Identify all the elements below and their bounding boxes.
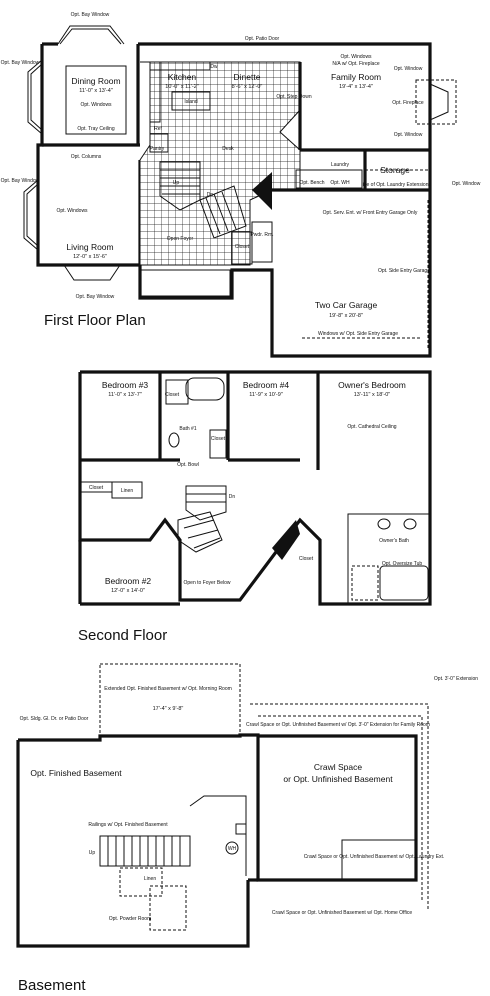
room-owners-bedroom: Owner's Bedroom [338, 380, 406, 390]
label-linen: Linen [144, 876, 156, 882]
label-dining-windows: Opt. Windows [80, 102, 112, 108]
label-closet-hall: Closet [211, 436, 226, 442]
label-sliding-door: Opt. Sldg. Gl. Dr. or Patio Door [20, 716, 89, 722]
label-bay-window-top: Opt. Bay Window [71, 12, 110, 18]
label-railings: Railings w/ Opt. Finished Basement [88, 822, 168, 828]
label-desk: Desk [222, 146, 234, 152]
title-basement: Basement [18, 977, 86, 994]
dim-garage: 19'-8" x 20'-8" [329, 313, 363, 319]
room-finished-basement: Opt. Finished Basement [30, 768, 122, 778]
label-serv-entry: Opt. Serv. Ent. w/ Front Entry Garage On… [323, 210, 418, 216]
dim-kitchen: 10'-0" x 11'-2" [165, 84, 198, 90]
label-bath-1: Bath #1 [179, 426, 196, 432]
room-dining: Dining Room [71, 76, 120, 86]
room-bedroom-4: Bedroom #4 [243, 380, 290, 390]
second-floor-plan: Bedroom #3 11'-0" x 13'-7" Bedroom #4 11… [78, 370, 432, 644]
label-island: Island [184, 99, 198, 105]
room-garage: Two Car Garage [315, 300, 378, 310]
label-opt-fireplace: Opt. Fireplace [392, 100, 424, 106]
label-living-windows: Opt. Windows [56, 208, 88, 214]
room-bedroom-2: Bedroom #2 [105, 576, 152, 586]
label-garage-windows: Windows w/ Opt. Side Entry Garage [318, 331, 398, 337]
label-opt-window-far: Opt. Window [452, 181, 481, 187]
room-bedroom-3: Bedroom #3 [102, 380, 149, 390]
room-crawl-space: Crawl Space [314, 762, 362, 772]
label-closet: Closet [235, 244, 250, 250]
dim-bedroom-2: 12'-0" x 14'-0" [111, 588, 145, 594]
first-floor-stairs [159, 161, 247, 239]
label-pantry: Pantry [150, 146, 165, 152]
label-wh: WH [228, 846, 237, 852]
room-family: Family Room [331, 72, 381, 82]
title-first-floor: First Floor Plan [44, 312, 146, 329]
label-opt-window-right2: Opt. Window [394, 132, 423, 138]
label-cathedral: Opt. Cathedral Ceiling [347, 424, 396, 430]
label-powder-room: Opt. Powder Room [109, 916, 152, 922]
label-oversize-tub: Opt. Oversize Tub [382, 561, 423, 567]
dim-family: 19'-4" x 13'-4" [339, 84, 373, 90]
label-dn: Dn [207, 192, 214, 198]
basement-plan: Extended Opt. Finished Basement w/ Opt. … [16, 663, 478, 994]
label-ref: Ref [154, 126, 162, 132]
dim-living: 12'-0" x 15'-6" [73, 254, 107, 260]
dim-dining: 11'-0" x 13'-4" [79, 88, 112, 94]
label-closet-owners: Closet [299, 556, 314, 562]
label-crawl-top: Crawl Space or Opt. Unfinished Basement … [246, 722, 430, 728]
label-linen: Linen [121, 488, 133, 494]
label-crawl-bottom: Crawl Space or Opt. Unfinished Basement … [272, 910, 412, 916]
label-opt-wh: Opt. WH [330, 180, 350, 186]
second-floor-stairs [177, 485, 227, 553]
label-powder: Pwdr. Rm. [250, 232, 273, 238]
label-opt-window-right: Opt. Window [394, 66, 423, 72]
label-opt-extension: Opt. 3'-0" Extension [434, 676, 478, 682]
room-kitchen: Kitchen [168, 72, 197, 82]
dim-bedroom-4: 11'-9" x 10'-9" [249, 392, 282, 398]
dim-bedroom-3: 11'-0" x 13'-7" [108, 392, 141, 398]
label-dw: Dw [210, 64, 218, 70]
label-open-foyer: Open Foyer [167, 236, 194, 242]
label-closet-bed3: Closet [165, 392, 180, 398]
dim-ext-morning: 17'-4" x 9'-8" [153, 706, 184, 712]
label-owners-bath: Owner's Bath [379, 538, 409, 544]
first-floor-plan: Opt. Bay Window Opt. Bay Window Opt. Bay… [1, 12, 481, 358]
label-opt-bench: Opt. Bench [299, 180, 324, 186]
room-storage: Storage [380, 165, 410, 175]
label-columns: Opt. Columns [71, 154, 102, 160]
label-family-fireplace-note: N/A w/ Opt. Fireplace [332, 61, 379, 67]
label-up: Up [89, 850, 96, 856]
label-dn: Dn [229, 494, 236, 500]
label-step-down: Opt. Step Down [276, 94, 312, 100]
basement-stairs [99, 835, 191, 867]
room-dinette: Dinette [234, 72, 261, 82]
label-tray-ceiling: Opt. Tray Ceiling [77, 126, 114, 132]
label-crawl-laundry: Crawl Space or Opt. Unfinished Basement … [304, 854, 445, 860]
label-laundry: Laundry [331, 162, 350, 168]
label-bay-window-left: Opt. Bay Window [1, 60, 40, 66]
label-closet-hall2: Closet [89, 485, 104, 491]
label-laundry-ext: line of Opt. Laundry Extension [362, 182, 429, 188]
label-side-entry: Opt. Side Entry Garage [378, 268, 430, 274]
room-crawl-space-2: or Opt. Unfinished Basement [283, 774, 393, 784]
room-living: Living Room [66, 242, 113, 252]
label-open-to-foyer: Open to Foyer Below [184, 580, 231, 586]
label-family-windows: Opt. Windows [340, 54, 372, 60]
dim-dinette: 8'-6" x 12'-0" [232, 84, 263, 90]
label-patio-door: Opt. Patio Door [245, 36, 280, 42]
label-opt-bowl: Opt. Bowl [177, 462, 199, 468]
label-bay-window-bottom: Opt. Bay Window [76, 294, 115, 300]
dim-owners-bedroom: 13'-11" x 18'-0" [354, 392, 391, 398]
label-up: Up [173, 180, 180, 186]
label-bay-window-left2: Opt. Bay Window [1, 178, 40, 184]
title-second-floor: Second Floor [78, 627, 167, 644]
label-ext-morning: Extended Opt. Finished Basement w/ Opt. … [104, 686, 232, 692]
